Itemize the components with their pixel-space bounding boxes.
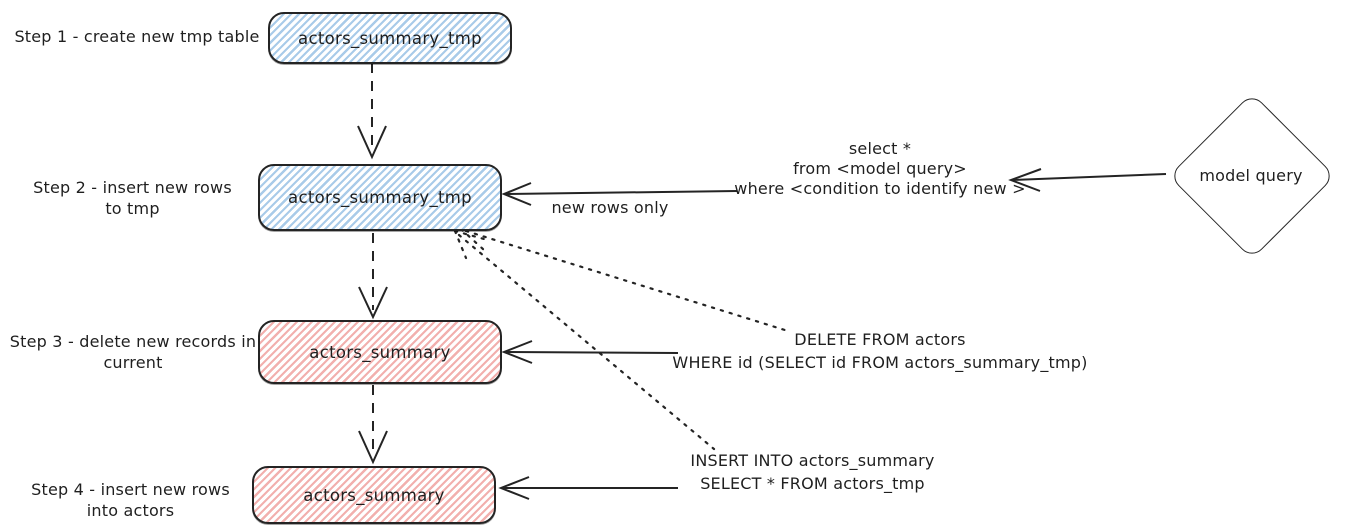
- node-label: actors_summary: [303, 485, 445, 505]
- arrow-query-to-tmp-box: [501, 182, 738, 206]
- query-line1: select *: [848, 139, 912, 158]
- step1-label: Step 1 - create new tmp table: [12, 26, 262, 47]
- step4-label-line1: Step 4 - insert new rows: [31, 480, 230, 499]
- step2-label-line1: Step 2 - insert new rows: [33, 178, 232, 197]
- arrow-delete-sql-to-summary-box: [501, 340, 679, 364]
- node-label: actors_summary: [309, 342, 451, 362]
- step4-label: Step 4 - insert new rows into actors: [18, 479, 243, 521]
- node-label: actors_summary_tmp: [298, 28, 482, 48]
- step3-label-line1: Step 3 - delete new records in: [9, 332, 257, 351]
- query-line2: from <model query>: [793, 159, 967, 178]
- dotted-connector-tmp-to-insert-sql: [453, 229, 716, 451]
- step4-label-line2: into actors: [86, 501, 175, 520]
- step2-label: Step 2 - insert new rows to tmp: [25, 177, 240, 219]
- insert-sql-annotation: INSERT INTO actors_summary SELECT * FROM…: [660, 449, 965, 495]
- flow-arrow-step3-to-step4: [358, 385, 388, 465]
- query-line3: where <condition to identify new >: [734, 179, 1026, 198]
- arrow-insert-sql-to-summary-box: [498, 476, 678, 500]
- node-actors-summary-tmp-step1: actors_summary_tmp: [268, 12, 512, 64]
- model-query-sql-annotation: select * from <model query> where <condi…: [720, 139, 1040, 199]
- arrow-diamond-to-query-text: [1008, 168, 1167, 192]
- new-rows-only-label: new rows only: [551, 198, 669, 217]
- delete-sql-annotation: DELETE FROM actors WHERE id (SELECT id F…: [655, 328, 1105, 374]
- dotted-connector-tmp-to-delete-sql: [459, 224, 790, 333]
- insert-sql-line1: INSERT INTO actors_summary: [690, 451, 935, 470]
- step3-label-line2: current: [103, 353, 163, 372]
- flow-arrow-step1-to-step2: [357, 63, 387, 160]
- model-query-label: model query: [1199, 166, 1303, 185]
- step3-label: Step 3 - delete new records in current: [3, 331, 263, 373]
- step2-label-line2: to tmp: [105, 199, 160, 218]
- node-actors-summary-step4: actors_summary: [252, 466, 496, 524]
- delete-sql-line2: WHERE id (SELECT id FROM actors_summary_…: [672, 353, 1088, 372]
- node-actors-summary-tmp-step2: actors_summary_tmp: [258, 164, 502, 231]
- step1-label-line1: Step 1 - create new tmp table: [14, 27, 260, 46]
- delete-sql-line1: DELETE FROM actors: [794, 330, 966, 349]
- node-label: actors_summary_tmp: [288, 188, 472, 207]
- flow-arrow-step2-to-step3: [358, 233, 388, 320]
- insert-sql-line2: SELECT * FROM actors_tmp: [700, 474, 925, 493]
- node-actors-summary-step3: actors_summary: [258, 320, 502, 384]
